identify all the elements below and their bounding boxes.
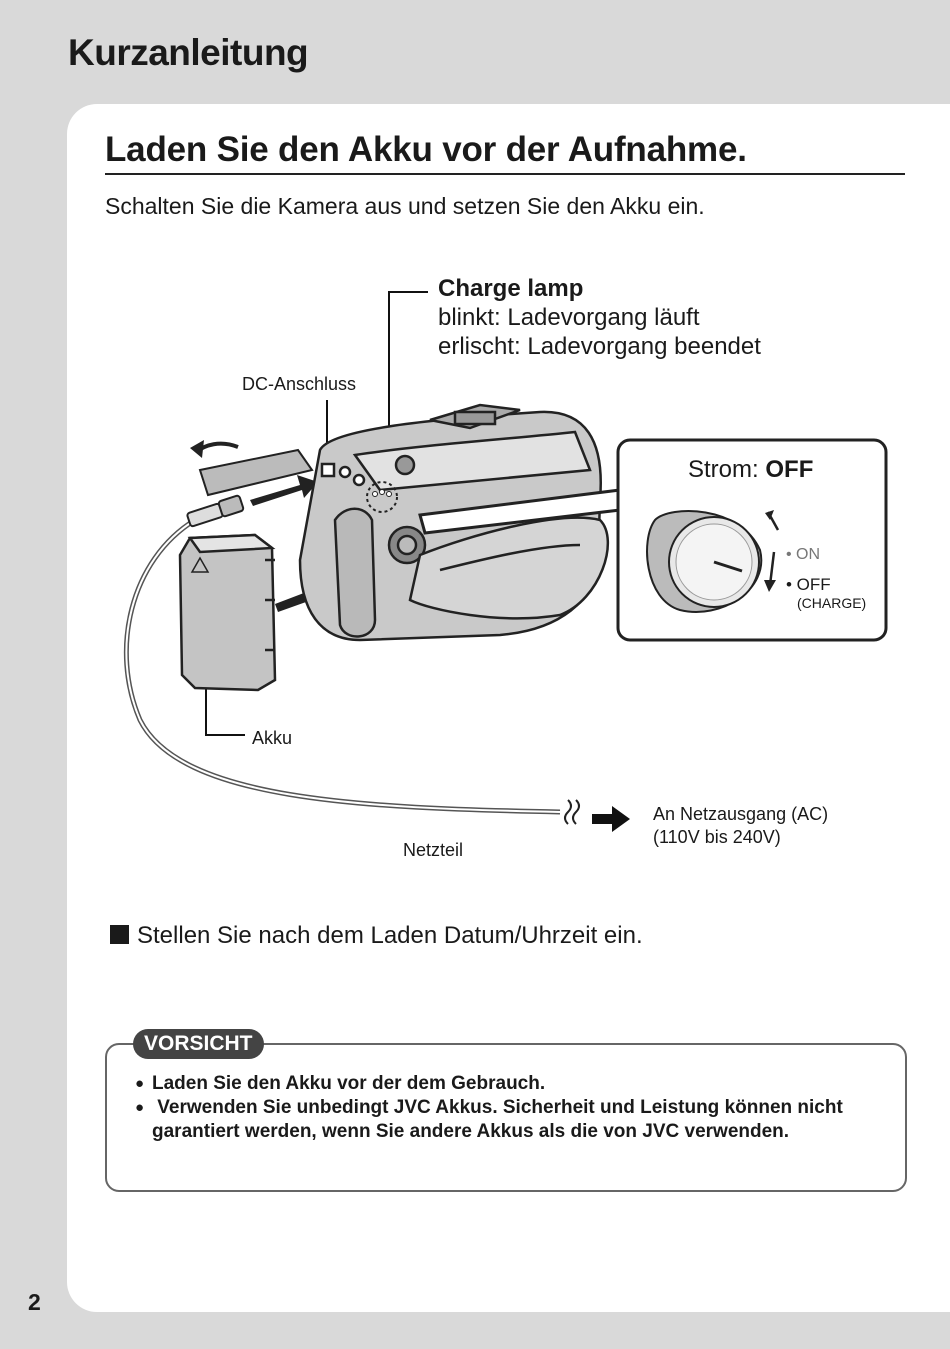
- power-dial-icon: [646, 510, 763, 613]
- outlet-label: An Netzausgang (AC): [653, 804, 829, 824]
- caution-item: Laden Sie den Akku vor der dem Gebrauch.: [135, 1072, 885, 1096]
- page-heading: Laden Sie den Akku vor der Aufnahme.: [105, 130, 747, 169]
- switch-off-label: • OFF: [786, 575, 831, 594]
- caution-list: Laden Sie den Akku vor der dem Gebrauch.…: [135, 1072, 885, 1144]
- dc-plug-icon: [186, 494, 245, 528]
- charge-lamp-off: erlischt: Ladevorgang beendet: [438, 333, 761, 360]
- heading-divider: [105, 173, 905, 175]
- intro-text: Schalten Sie die Kamera aus und setzen S…: [105, 193, 705, 219]
- battery-label: Akku: [252, 728, 293, 748]
- page-number: 2: [28, 1289, 41, 1315]
- caution-box: [105, 1043, 907, 1192]
- power-value: OFF: [765, 456, 814, 483]
- datetime-note: Stellen Sie nach dem Laden Datum/Uhrzeit…: [110, 922, 643, 950]
- dc-cover-icon: [190, 440, 314, 497]
- voltage-label: (110V bis 240V): [653, 827, 781, 847]
- square-bullet-icon: [110, 925, 129, 944]
- charge-lamp-blinking: blinkt: Ladevorgang läuft: [438, 304, 700, 331]
- ac-adapter-label: Netzteil: [403, 840, 464, 860]
- switch-on-label: • ON: [786, 546, 821, 563]
- section-title: Kurzanleitung: [68, 32, 309, 73]
- dc-connector-label: DC-Anschluss: [242, 374, 357, 394]
- power-label: Strom:: [688, 456, 759, 483]
- switch-charge-label: (CHARGE): [797, 595, 867, 611]
- charge-lamp-highlight: [366, 481, 398, 513]
- caution-item: Verwenden Sie unbedingt JVC Akkus. Siche…: [135, 1096, 885, 1144]
- power-status: Strom: OFF: [688, 456, 813, 484]
- charge-lamp-title: Charge lamp: [438, 275, 584, 302]
- datetime-note-text: Stellen Sie nach dem Laden Datum/Uhrzeit…: [137, 922, 643, 949]
- caution-badge: VORSICHT: [133, 1029, 264, 1059]
- battery-illustration: [178, 533, 277, 692]
- outlet-arrow-icon: [592, 806, 630, 832]
- cable-break-icon: [564, 799, 580, 825]
